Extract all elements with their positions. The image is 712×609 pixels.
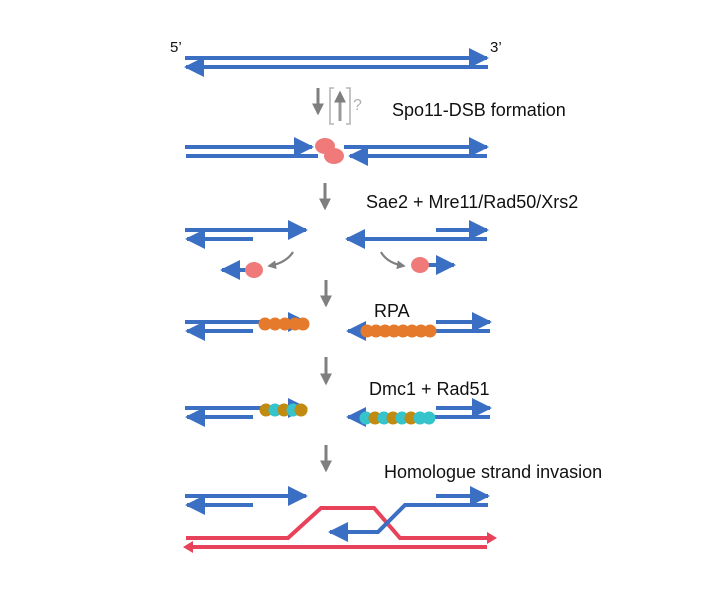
three-prime-label: 3’ [490, 39, 502, 56]
step-label-rpa: RPA [374, 301, 410, 321]
homologue-duplex [186, 506, 487, 549]
dmc1-rad51-right-filament [359, 411, 436, 425]
uncertain-question-mark: ? [353, 97, 362, 114]
step-label-invasion: Homologue strand invasion [384, 462, 602, 482]
homologue-top-strand [186, 506, 487, 540]
rpa-right-cluster [360, 324, 437, 338]
release-arrow-icon [380, 251, 406, 270]
step-label-dsb: Spo11-DSB formation [392, 100, 566, 120]
step-label-resection: Sae2 + Mre11/Rad50/Xrs2 [366, 192, 578, 212]
invading-strand [328, 503, 488, 542]
dmc1-rad51-left-filament [259, 403, 308, 417]
spo11-oligo-complex [411, 257, 429, 273]
rpa-left-cluster [258, 317, 310, 331]
homologue-arrowhead [183, 541, 193, 553]
intact-dna-duplex: 5’ 3’ [170, 39, 502, 77]
resected-dna [185, 220, 489, 280]
bracket-right-icon [346, 87, 351, 125]
homologue-arrowhead [487, 532, 497, 544]
spo11-protein [324, 148, 344, 164]
filament-dna [185, 398, 492, 427]
release-arrow-icon [267, 251, 294, 270]
bracket-left-icon [329, 87, 334, 125]
step-label-recombinases: Dmc1 + Rad51 [369, 379, 490, 399]
rpa-coated-dna [185, 312, 492, 341]
dsb-dna [185, 137, 489, 166]
dsb-step-arrows: ? [312, 87, 362, 125]
five-prime-label: 5’ [170, 39, 182, 56]
invading-dna [185, 486, 490, 542]
spo11-oligo-complex [245, 262, 263, 278]
